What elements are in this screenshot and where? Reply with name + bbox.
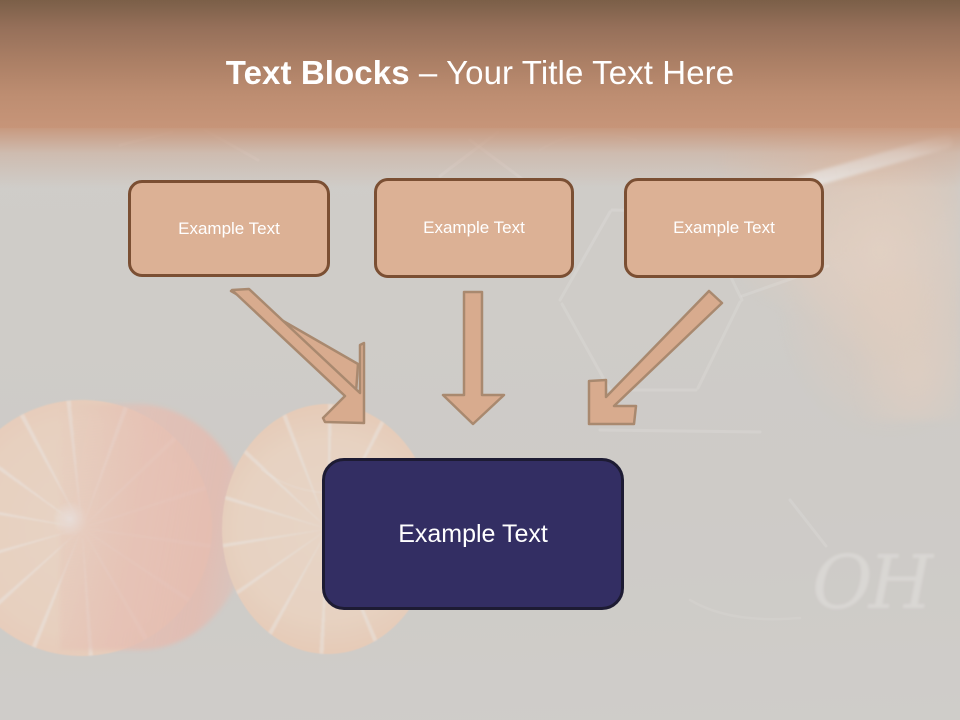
chalk-oh-text: OH [812, 540, 933, 626]
orange-half-left-body [60, 404, 248, 650]
result-text-block[interactable]: Example Text [322, 458, 624, 610]
page-title: Text Blocks – Your Title Text Here [0, 54, 960, 92]
text-block-1[interactable]: Example Text [128, 180, 330, 277]
page-title-separator: – [409, 54, 447, 91]
page-title-light: Your Title Text Here [446, 54, 735, 91]
page-title-bold: Text Blocks [225, 54, 410, 91]
text-block-2[interactable]: Example Text [374, 178, 574, 278]
text-block-3[interactable]: Example Text [624, 178, 824, 278]
text-block-3-label: Example Text [673, 218, 775, 237]
text-block-1-label: Example Text [178, 218, 280, 238]
result-text-block-label: Example Text [398, 519, 548, 548]
slide-header-banner [0, 0, 960, 128]
text-block-2-label: Example Text [423, 218, 525, 237]
